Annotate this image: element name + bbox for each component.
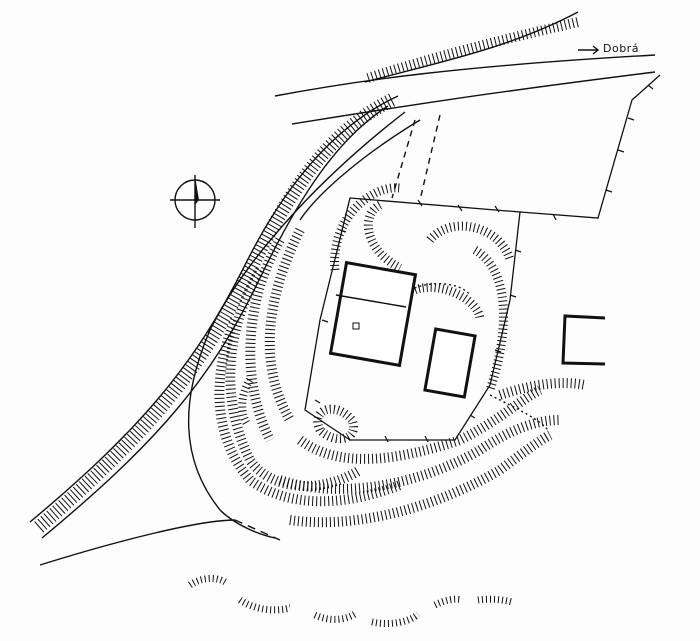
- road-edge-left-outer: [39, 519, 236, 566]
- building-secondary: [423, 327, 477, 399]
- road-edge-curve: [299, 119, 421, 221]
- hatched-bank-left: [33, 93, 396, 534]
- road-edge-lower: [291, 71, 656, 125]
- path-dashed-2: [419, 114, 441, 201]
- fence-line-outer: [519, 74, 661, 219]
- hachured-slopes: [187, 183, 586, 628]
- bank-edge-top: [364, 11, 579, 83]
- hatched-bank-top: [366, 17, 580, 83]
- dotted-edge: [409, 282, 471, 296]
- building-main: [328, 260, 418, 368]
- direction-label-dobra: Dobrá: [603, 42, 639, 55]
- building-outline-east: [561, 314, 606, 366]
- well-icon: [352, 322, 360, 330]
- road-edge-left: [187, 111, 406, 539]
- north-arrow-icon: [170, 175, 220, 228]
- bank-edge-left: [29, 95, 399, 523]
- road-edge-upper: [274, 54, 656, 97]
- path-dashed-1: [391, 119, 416, 199]
- arrow-icon: [578, 45, 600, 55]
- fence-marks: [314, 84, 654, 443]
- dotted-edge-2: [489, 394, 549, 431]
- fence-line: [304, 197, 521, 441]
- building-main-divider: [335, 294, 407, 308]
